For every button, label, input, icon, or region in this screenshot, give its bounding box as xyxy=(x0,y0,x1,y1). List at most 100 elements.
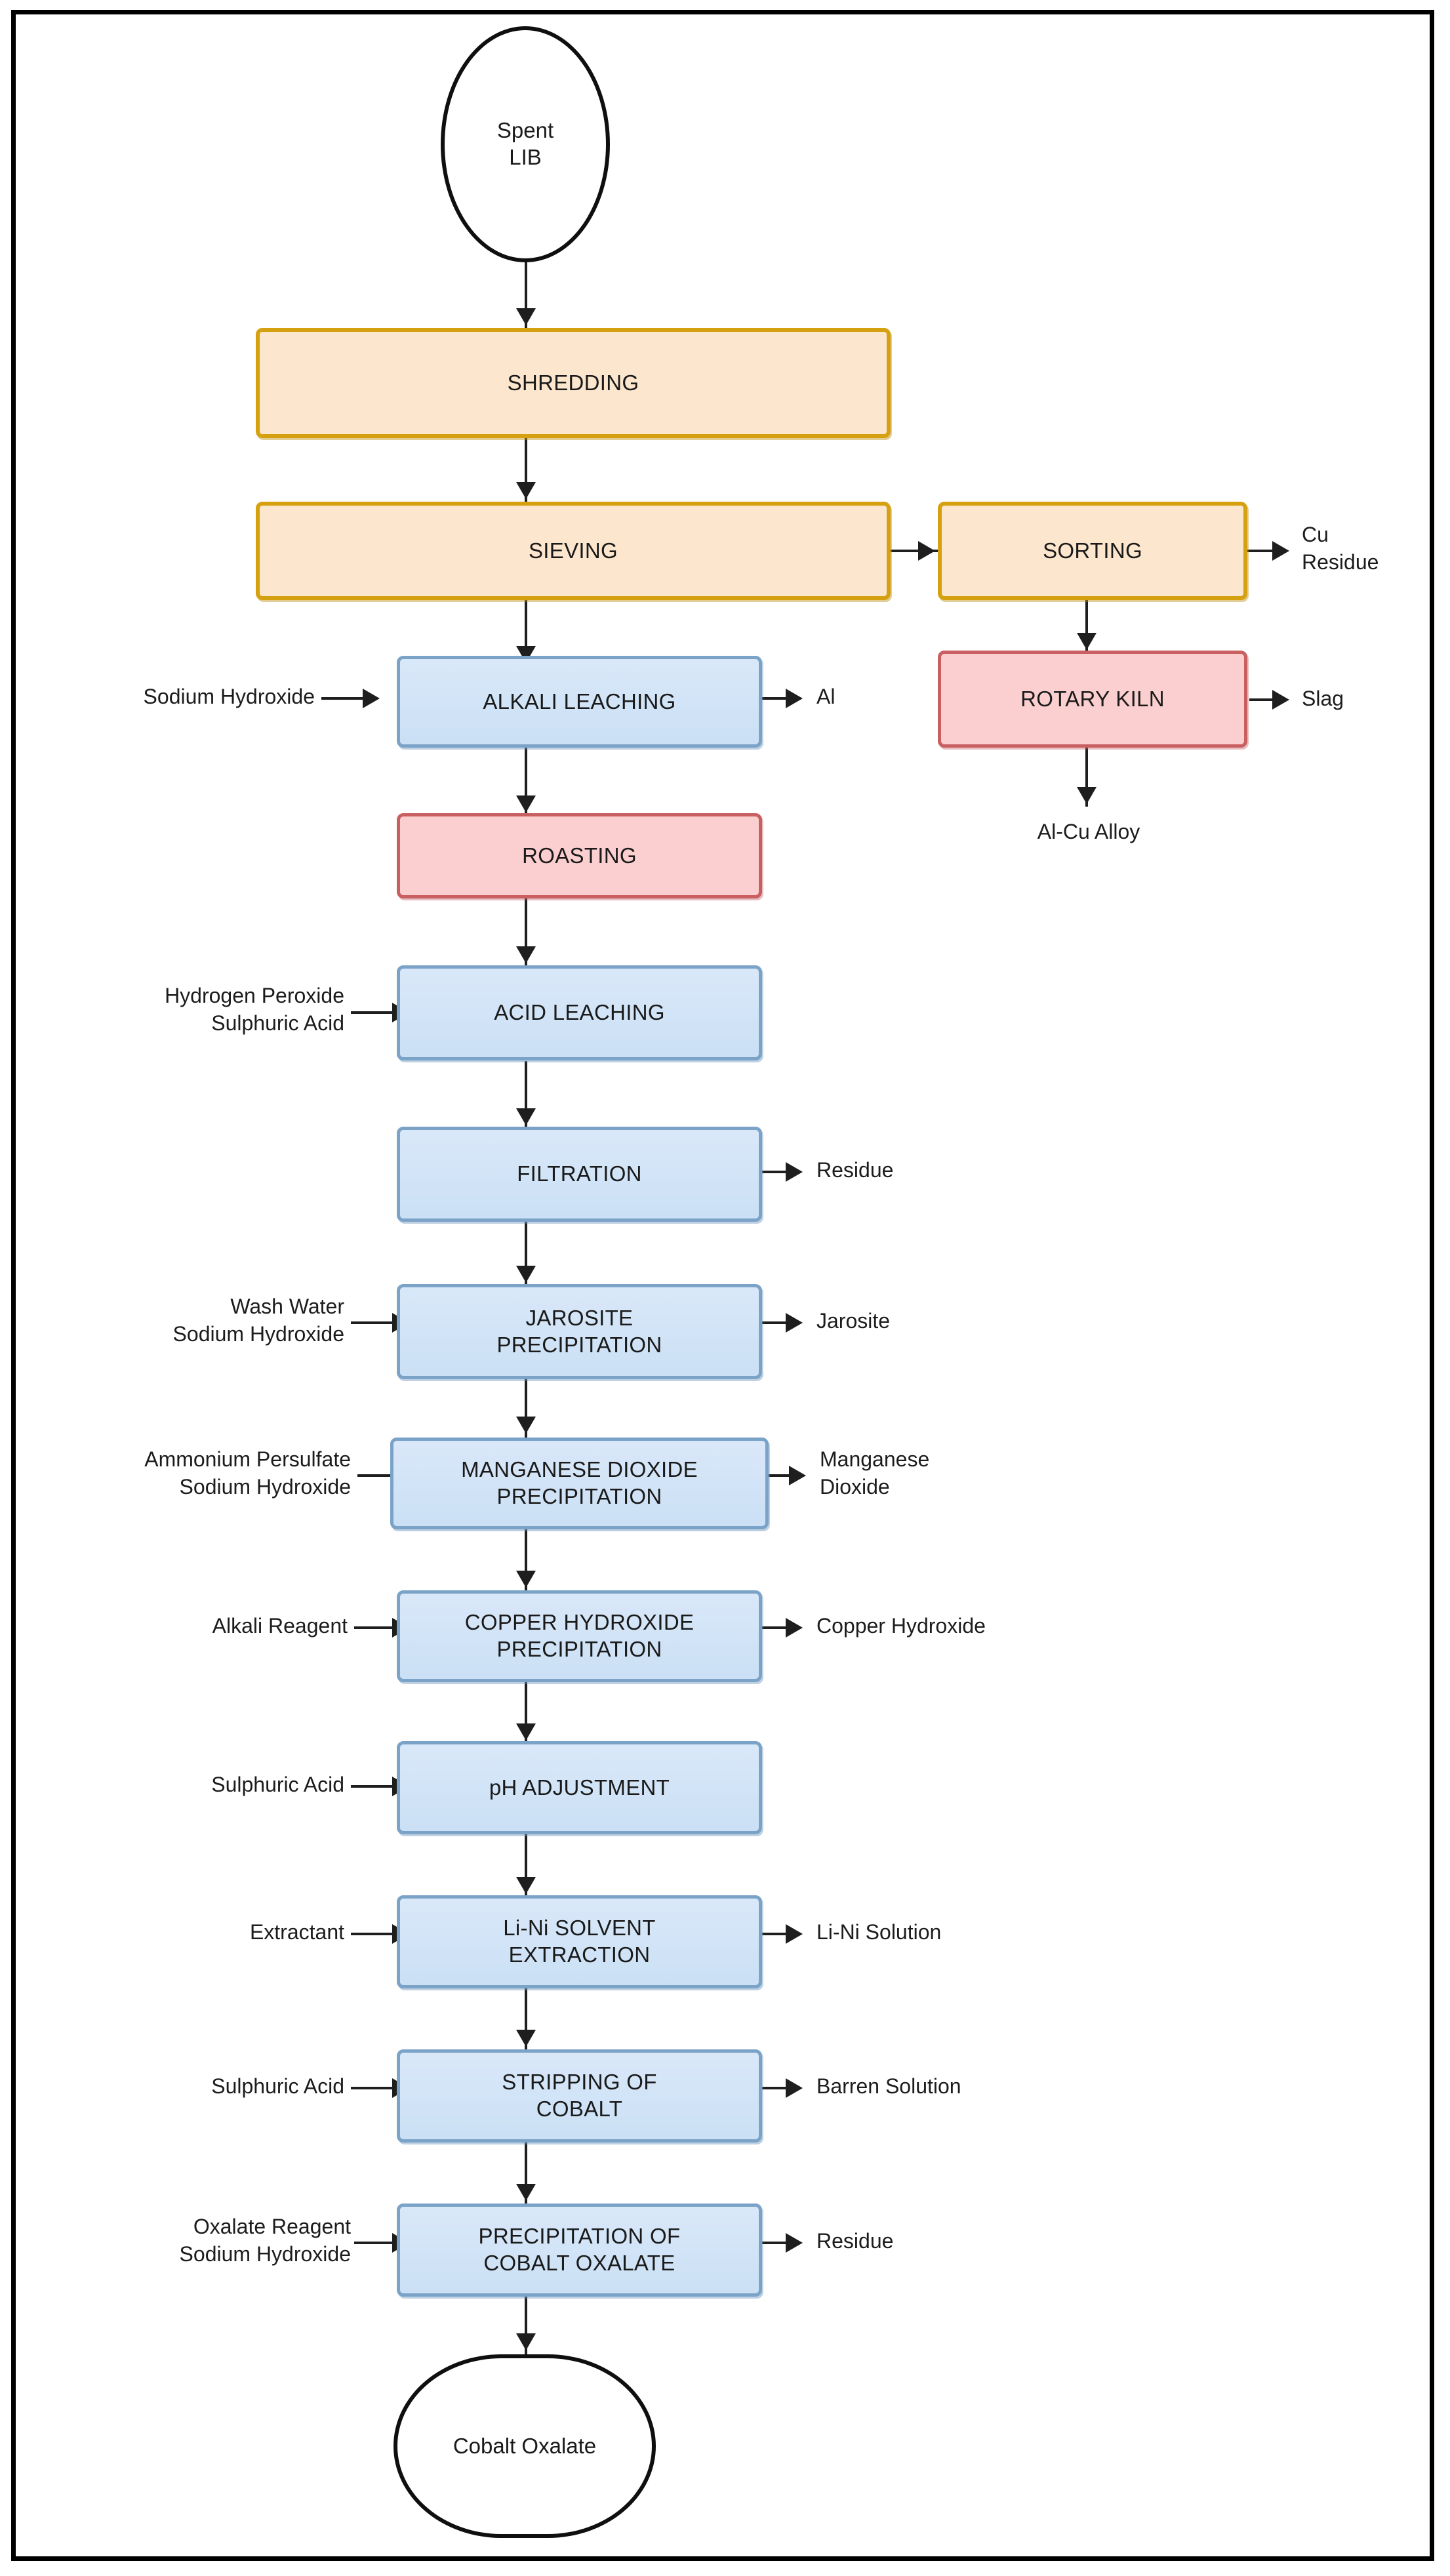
connector-precipitation-to-end xyxy=(525,2295,527,2358)
connector-start-to-shredding xyxy=(525,259,527,328)
node-sorting-label: SORTING xyxy=(1043,538,1142,563)
node-copper-hydroxide-precipitation-label: COPPER HYDROXIDE PRECIPITATION xyxy=(464,1610,695,1661)
node-acid-leaching[interactable]: ACID LEACHING xyxy=(397,965,762,1060)
node-end-label: Cobalt Oxalate xyxy=(453,2433,597,2458)
node-ph-adjustment-label: pH ADJUSTMENT xyxy=(489,1775,670,1800)
output-label-manganese-dioxide: Manganese Dioxide xyxy=(820,1447,930,1499)
output-label-li-ni-solution: Li-Ni Solution xyxy=(816,1920,942,1944)
arrowhead-slag xyxy=(1272,690,1289,710)
output-label-filtration-residue: Residue xyxy=(816,1158,894,1182)
connector-roasting-to-acid xyxy=(525,898,527,967)
input-label-acid-leaching-reagents: Hydrogen Peroxide Sulphuric Acid xyxy=(165,984,344,1035)
arrowhead-alkali-reagent-in xyxy=(363,689,380,708)
connector-sieving-to-sorting xyxy=(889,550,941,552)
connector-stripping-to-output xyxy=(761,2087,800,2089)
input-label-alkali-reagent-copper: Alkali Reagent xyxy=(212,1614,348,1638)
node-li-ni-solvent-extraction[interactable]: Li-Ni SOLVENT EXTRACTION xyxy=(397,1895,762,1988)
connector-rotary-kiln-to-alcu xyxy=(1085,748,1088,807)
connector-alkalireagent-to-copper xyxy=(354,1626,407,1629)
node-alkali-leaching-label: ALKALI LEACHING xyxy=(483,689,676,714)
node-stripping-of-cobalt[interactable]: STRIPPING OF COBALT xyxy=(397,2049,762,2143)
input-label-sulphuric-acid-stripping: Sulphuric Acid xyxy=(211,2074,344,2098)
connector-oxalate-to-precipitation xyxy=(354,2242,407,2244)
node-jarosite-precipitation-label: JAROSITE PRECIPITATION xyxy=(496,1305,662,1357)
arrowhead-sieving-in xyxy=(516,482,536,499)
node-manganese-dioxide-precipitation[interactable]: MANGANESE DIOXIDE PRECIPITATION xyxy=(390,1438,769,1529)
connector-manganese-to-copper xyxy=(525,1528,527,1594)
connector-rotary-kiln-to-slag xyxy=(1249,698,1285,701)
connector-alkali-to-al xyxy=(761,697,800,700)
node-roasting[interactable]: ROASTING xyxy=(397,813,762,898)
node-end-cobalt-oxalate[interactable]: Cobalt Oxalate xyxy=(393,2354,656,2538)
connector-precipitation-to-residue xyxy=(761,2242,800,2244)
connector-jarosite-to-output xyxy=(761,1321,800,1324)
connector-ph-to-lini xyxy=(525,1833,527,1899)
input-label-jarosite-reagents: Wash Water Sodium Hydroxide xyxy=(172,1295,344,1346)
connector-persulfate-to-manganese xyxy=(357,1474,407,1477)
node-rotary-kiln[interactable]: ROTARY KILN xyxy=(938,651,1247,748)
arrowhead-stripping-in xyxy=(516,2030,536,2047)
node-start-label: Spent LIB xyxy=(496,118,554,169)
arrowhead-copper-in xyxy=(516,1571,536,1588)
arrowhead-precipitation-residue xyxy=(786,2233,803,2253)
node-filtration-label: FILTRATION xyxy=(517,1161,642,1186)
node-manganese-dioxide-precipitation-label: MANGANESE DIOXIDE PRECIPITATION xyxy=(461,1457,698,1508)
connector-lini-to-stripping xyxy=(525,1987,527,2053)
arrowhead-manganese-in xyxy=(516,1417,536,1434)
node-sorting[interactable]: SORTING xyxy=(938,502,1247,600)
node-jarosite-precipitation[interactable]: JAROSITE PRECIPITATION xyxy=(397,1284,762,1379)
output-label-copper-hydroxide: Copper Hydroxide xyxy=(816,1614,986,1638)
arrowhead-lini-in xyxy=(516,1877,536,1894)
connector-lini-to-output xyxy=(761,1933,800,1935)
arrowhead-roasting-in xyxy=(516,795,536,813)
node-copper-hydroxide-precipitation[interactable]: COPPER HYDROXIDE PRECIPITATION xyxy=(397,1590,762,1682)
connector-h2so4-to-ph xyxy=(351,1785,407,1788)
node-filtration[interactable]: FILTRATION xyxy=(397,1127,762,1222)
arrowhead-end-in xyxy=(516,2333,536,2350)
output-label-jarosite: Jarosite xyxy=(816,1309,891,1333)
node-ph-adjustment[interactable]: pH ADJUSTMENT xyxy=(397,1741,762,1834)
arrowhead-acid-leaching-in xyxy=(516,946,536,963)
arrowhead-al xyxy=(786,689,803,708)
output-label-cu-residue: Cu Residue xyxy=(1302,523,1379,574)
output-label-al-cu-alloy: Al-Cu Alloy xyxy=(1037,820,1140,843)
node-start-spent-lib[interactable]: Spent LIB xyxy=(441,26,610,262)
node-shredding[interactable]: SHREDDING xyxy=(256,328,891,438)
node-roasting-label: ROASTING xyxy=(522,843,637,868)
node-shredding-label: SHREDDING xyxy=(507,370,639,395)
node-stripping-of-cobalt-label: STRIPPING OF COBALT xyxy=(502,2070,657,2121)
input-label-sodium-hydroxide-alkali: Sodium Hydroxide xyxy=(143,685,315,708)
arrowhead-sorting-in xyxy=(918,541,935,561)
connector-acid-to-filtration xyxy=(525,1061,527,1130)
arrowhead-jarosite-out xyxy=(786,1313,803,1333)
connector-copper-to-output xyxy=(761,1626,800,1629)
node-rotary-kiln-label: ROTARY KILN xyxy=(1020,686,1165,711)
connector-naoh-to-alkali xyxy=(321,697,377,700)
connector-filtration-to-jarosite xyxy=(525,1221,527,1287)
arrowhead-jarosite-in xyxy=(516,1266,536,1283)
connector-shredding-to-sieving xyxy=(525,436,527,502)
node-sieving-label: SIEVING xyxy=(529,538,618,563)
arrowhead-filtration-in xyxy=(516,1108,536,1125)
connector-sorting-to-cu-residue xyxy=(1246,550,1285,552)
arrowhead-rotary-kiln-in xyxy=(1077,633,1097,650)
input-label-sulphuric-acid-ph: Sulphuric Acid xyxy=(211,1773,344,1796)
arrowhead-stripping-out xyxy=(786,2078,803,2098)
connector-alkali-to-roasting xyxy=(525,748,527,816)
arrowhead-manganese-out xyxy=(789,1466,806,1485)
node-alkali-leaching[interactable]: ALKALI LEACHING xyxy=(397,656,762,748)
arrowhead-precipitation-in xyxy=(516,2184,536,2201)
output-label-precipitation-residue: Residue xyxy=(816,2229,894,2253)
output-label-al: Al xyxy=(816,685,836,708)
node-acid-leaching-label: ACID LEACHING xyxy=(494,1000,665,1025)
connector-sieving-to-alkali xyxy=(525,598,527,667)
connector-stripping-to-precipitation xyxy=(525,2141,527,2207)
node-sieving[interactable]: SIEVING xyxy=(256,502,891,600)
arrowhead-ph-in xyxy=(516,1723,536,1741)
node-precipitation-of-cobalt-oxalate[interactable]: PRECIPITATION OF COBALT OXALATE xyxy=(397,2204,762,2297)
output-label-slag: Slag xyxy=(1302,687,1344,710)
output-label-barren-solution: Barren Solution xyxy=(816,2074,961,2098)
node-precipitation-of-cobalt-oxalate-label: PRECIPITATION OF COBALT OXALATE xyxy=(478,2224,681,2275)
